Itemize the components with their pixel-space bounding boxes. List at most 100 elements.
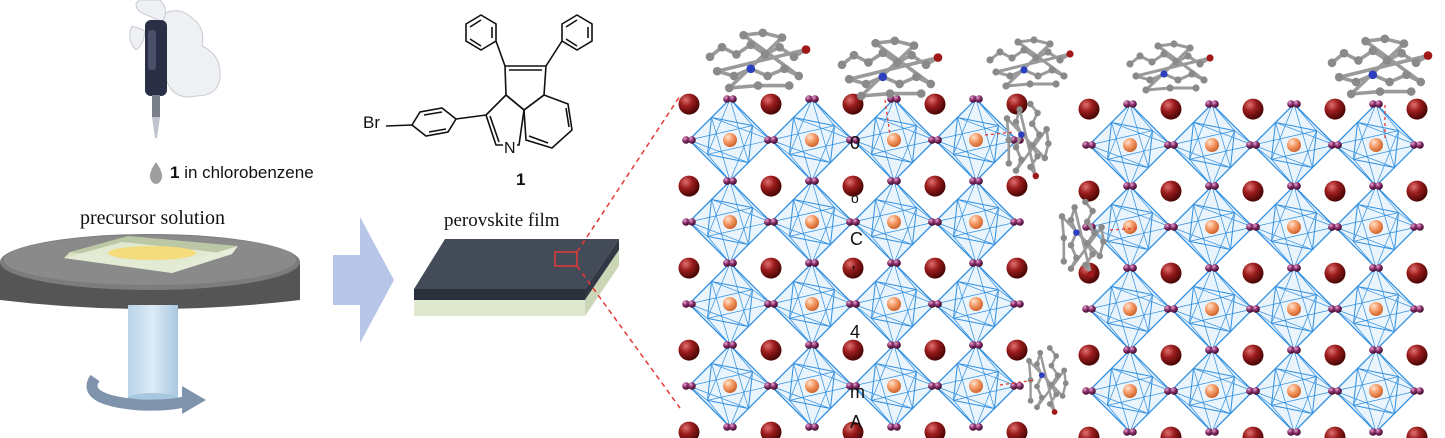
octahedron-edge [1129, 103, 1153, 131]
octahedron-edge [852, 385, 913, 409]
atom [746, 40, 756, 50]
octahedron-edge [707, 139, 772, 155]
octahedron-edge [1211, 267, 1235, 295]
atom [878, 72, 888, 82]
halide-atom [764, 382, 772, 390]
octahedron-edge [770, 139, 831, 163]
octahedron-edge [789, 98, 813, 155]
octahedron-edge [1394, 308, 1418, 332]
cation-sphere [678, 175, 700, 197]
octahedron-edge [893, 207, 917, 264]
atom [856, 91, 866, 101]
octahedron-edge [1211, 376, 1235, 433]
octahedron-edge [1293, 185, 1317, 213]
atom [864, 58, 873, 67]
octahedron-edge [1375, 130, 1399, 187]
octahedron-edge [1275, 368, 1336, 392]
atom [760, 50, 770, 59]
halide-atom [893, 341, 901, 349]
cation-sphere [1406, 262, 1428, 284]
halide-atom [723, 341, 731, 349]
lead-atom [969, 297, 983, 311]
halide-atom [682, 136, 690, 144]
octahedron-edge [1170, 226, 1231, 250]
octahedron-edge [1211, 130, 1235, 187]
octahedron-edge [1353, 349, 1377, 406]
atom [801, 45, 811, 54]
perovskite-label: perovskite film [444, 210, 560, 231]
octahedron-edge [1275, 122, 1295, 187]
octahedron-edge [994, 385, 1018, 409]
octahedron-edge [789, 154, 813, 182]
atom [1196, 60, 1204, 68]
atom [784, 81, 794, 90]
octahedron-edge [748, 139, 772, 163]
halide-atom [887, 177, 895, 185]
octahedron-edge [1211, 103, 1235, 131]
atom [1005, 160, 1013, 167]
atom [1044, 48, 1052, 56]
halide-atom [764, 300, 772, 308]
atom [1142, 86, 1150, 94]
atom [1046, 40, 1054, 48]
halide-atom [770, 300, 778, 308]
halide-atom [1293, 346, 1301, 354]
atom [1016, 106, 1023, 113]
octahedron-edge [1211, 103, 1231, 168]
octahedron-edge [1088, 122, 1112, 146]
bond [1073, 207, 1093, 275]
cation-sphere [1324, 426, 1346, 438]
halide-atom [969, 341, 977, 349]
octahedron-edge [1129, 130, 1153, 187]
octahedron-edge [1189, 103, 1213, 160]
lead-atom [887, 379, 901, 393]
octahedron-edge [1211, 349, 1231, 414]
octahedron-edge [1189, 185, 1213, 242]
octahedron-edge [1353, 390, 1418, 406]
octahedron-edge [953, 303, 1018, 319]
octahedron-edge [1312, 226, 1336, 250]
halide-atom [1170, 141, 1178, 149]
octahedron-edge [770, 371, 835, 387]
interaction-line [984, 131, 1016, 136]
cation-sphere [1078, 344, 1100, 366]
cation-sphere [760, 93, 782, 115]
atom [1038, 372, 1045, 379]
octahedron-edge [1394, 390, 1418, 414]
octahedron-edge [875, 199, 936, 223]
halide-atom [1369, 264, 1377, 272]
halide-atom [969, 95, 977, 103]
halide-atom [928, 136, 936, 144]
atom [1351, 77, 1361, 87]
bond [729, 83, 759, 90]
atom [712, 66, 722, 76]
atom [1089, 250, 1096, 258]
cation-sphere [1324, 98, 1346, 120]
atom [1206, 54, 1214, 62]
octahedron-edge [707, 262, 731, 319]
octahedron-edge [1129, 103, 1149, 168]
octahedron-edge [770, 289, 835, 305]
halide-atom [682, 300, 690, 308]
atom [996, 48, 1004, 56]
octahedron-edge [1193, 204, 1254, 228]
octahedron-edge [770, 385, 831, 409]
octahedron-edge [707, 98, 731, 155]
halide-atom [1246, 223, 1254, 231]
octahedron-edge [1252, 122, 1276, 146]
octahedron-edge [893, 262, 913, 327]
octahedron-edge [1353, 323, 1377, 351]
halide-atom [928, 218, 936, 226]
octahedron-edge [912, 303, 936, 327]
atom [1188, 70, 1196, 78]
octahedron-edge [852, 303, 913, 327]
atom [844, 74, 854, 84]
halide-atom [887, 259, 895, 267]
octahedron-edge [1189, 405, 1213, 433]
atom [1032, 172, 1040, 180]
atom [739, 30, 748, 40]
octahedron-edge [934, 363, 958, 387]
octahedron-edge [1107, 241, 1131, 269]
octahedron-edge [1293, 212, 1317, 269]
